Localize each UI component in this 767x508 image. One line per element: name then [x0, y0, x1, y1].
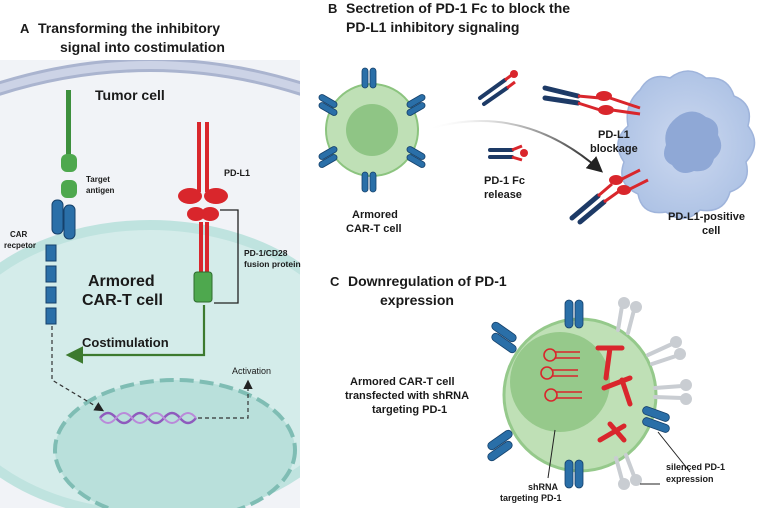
armored-b-label-2: CAR-T cell [346, 223, 402, 235]
blockage-label-1: PD-L1 [598, 129, 630, 141]
nuclear-envelope [53, 378, 297, 508]
signal-dashed-arrow [51, 326, 105, 412]
release-label-1: PD-1 Fc [484, 175, 525, 187]
target-antigen-label-2: antigen [86, 186, 115, 195]
pd1-fc-molecule-2 [488, 144, 528, 162]
silenced-label-2: expression [666, 474, 714, 484]
car-receptor [45, 199, 76, 325]
tumor-cell-label: Tumor cell [95, 87, 165, 103]
pd-l1-label: PD-L1 [224, 168, 250, 178]
fusion-bracket [214, 209, 239, 304]
shrna-label-2: targeting PD-1 [500, 493, 562, 503]
panel-b-letter: B [328, 1, 337, 16]
armored-cart-label-2: CAR-T cell [82, 292, 163, 309]
costimulation-label: Costimulation [82, 335, 169, 350]
car-receptor-label-2: recpetor [4, 241, 36, 250]
silenced-pointer [657, 431, 691, 473]
positive-cell-label-2: cell [702, 225, 720, 237]
pd-l1-receptor [178, 122, 228, 303]
shrna-label-1: shRNA [528, 482, 559, 492]
panel-c: C Downregulation of PD-1 expression Armo… [330, 273, 725, 503]
shrna-pointer [547, 429, 556, 479]
tumor-membrane-inner [0, 61, 300, 93]
panel-a-letter: A [20, 21, 30, 36]
fusion-label-2: fusion protein [244, 259, 301, 269]
fusion-label-1: PD-1/CD28 [244, 248, 288, 258]
panel-a-title-line2: signal into costimulation [60, 39, 225, 55]
cart-cell-c [487, 297, 692, 490]
panel-c-title-line2: expression [380, 292, 454, 308]
armored-b-label-1: Armored [352, 209, 398, 221]
panel-a-scene [0, 60, 300, 508]
desc-line3: targeting PD-1 [372, 404, 447, 416]
desc-line2: transfected with shRNA [345, 390, 469, 402]
blockage-label-2: blockage [590, 143, 638, 155]
armored-cart-label-1: Armored [88, 273, 155, 290]
cart-cell-b [318, 67, 426, 193]
pd1-fc-molecule-1 [478, 70, 518, 106]
dna-strand-2 [99, 412, 197, 424]
activation-dashed-arrow [198, 379, 253, 419]
target-antigen-label-1: Target [86, 175, 110, 184]
panel-a-title-line1: Transforming the inhibitory [38, 20, 220, 36]
panel-b-title-line1: Sectretion of PD-1 Fc to block the [346, 0, 570, 16]
positive-cell-label-1: PD-L1-positive [668, 211, 745, 223]
nucleus [55, 380, 295, 508]
panel-c-letter: C [330, 274, 340, 289]
costimulation-arrow [65, 305, 206, 364]
target-antigen [61, 90, 77, 198]
blockage-complex-top [542, 85, 641, 116]
cart-membrane [0, 220, 300, 508]
panel-b: B Sectretion of PD-1 Fc to block the PD-… [318, 0, 756, 237]
panel-b-title-line2: PD-L1 inhibitory signaling [346, 19, 519, 35]
desc-line1: Armored CAR-T cell [350, 376, 455, 388]
panel-c-title-line1: Downregulation of PD-1 [348, 273, 507, 289]
release-arrow [424, 120, 604, 173]
blockage-complex-bottom [569, 168, 649, 225]
silenced-label-1: silenced PD-1 [666, 462, 725, 472]
panel-a: A Transforming the inhibitory signal int… [0, 20, 301, 508]
car-receptor-label-1: CAR [10, 230, 28, 239]
activation-label: Activation [232, 366, 271, 376]
release-label-2: release [484, 189, 522, 201]
tumor-nucleus-b [664, 111, 722, 173]
